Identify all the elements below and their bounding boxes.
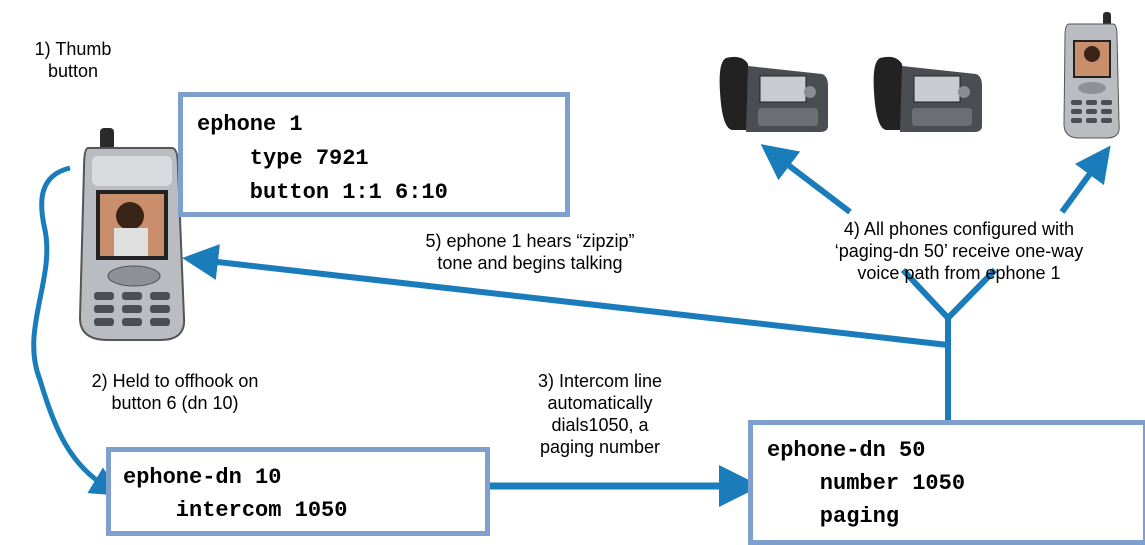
ephone-1-line-2: type 7921 [197, 146, 369, 171]
ephone-1-config-box: ephone 1 type 7921 button 1:1 6:10 [178, 92, 570, 217]
offhook-arrow [31, 165, 121, 496]
paging-arrow-deskphones [760, 144, 852, 215]
ephone-dn-50-config-box: ephone-dn 50 number 1050 paging [748, 420, 1145, 545]
ephone-dn-10-config-box: ephone-dn 10 intercom 1050 [106, 447, 490, 536]
dn-50-line-1: ephone-dn 50 [767, 438, 926, 463]
dn-50-line-2: number 1050 [767, 471, 966, 496]
dn-10-line-1: ephone-dn 10 [123, 465, 282, 490]
talk-arrow [182, 244, 949, 348]
step-1-label: 1) Thumb button [34, 39, 112, 81]
step-5-label: 5) ephone 1 hears “zipzip” tone and begi… [425, 231, 635, 273]
step-2-label: 2) Held to offhook on button 6 (dn 10) [91, 371, 259, 413]
wireless-handset-icon [78, 128, 186, 341]
wireless-handset-icon [1063, 12, 1120, 139]
dn-10-line-2: intercom 1050 [123, 498, 348, 523]
paging-arrow-handset [1059, 145, 1111, 214]
ephone-1-line-3: button 1:1 6:10 [197, 180, 448, 205]
paging-fork-left [900, 267, 951, 321]
step-4-label: 4) All phones configured with ‘paging-dn… [834, 219, 1084, 283]
dn-50-line-3: paging [767, 504, 900, 529]
desk-phone-icon [719, 56, 828, 132]
paging-fork-right [945, 267, 998, 321]
desk-phone-icon [873, 56, 982, 132]
ephone-1-line-1: ephone 1 [197, 112, 303, 137]
step-3-label: 3) Intercom line automatically dials1050… [537, 371, 663, 457]
